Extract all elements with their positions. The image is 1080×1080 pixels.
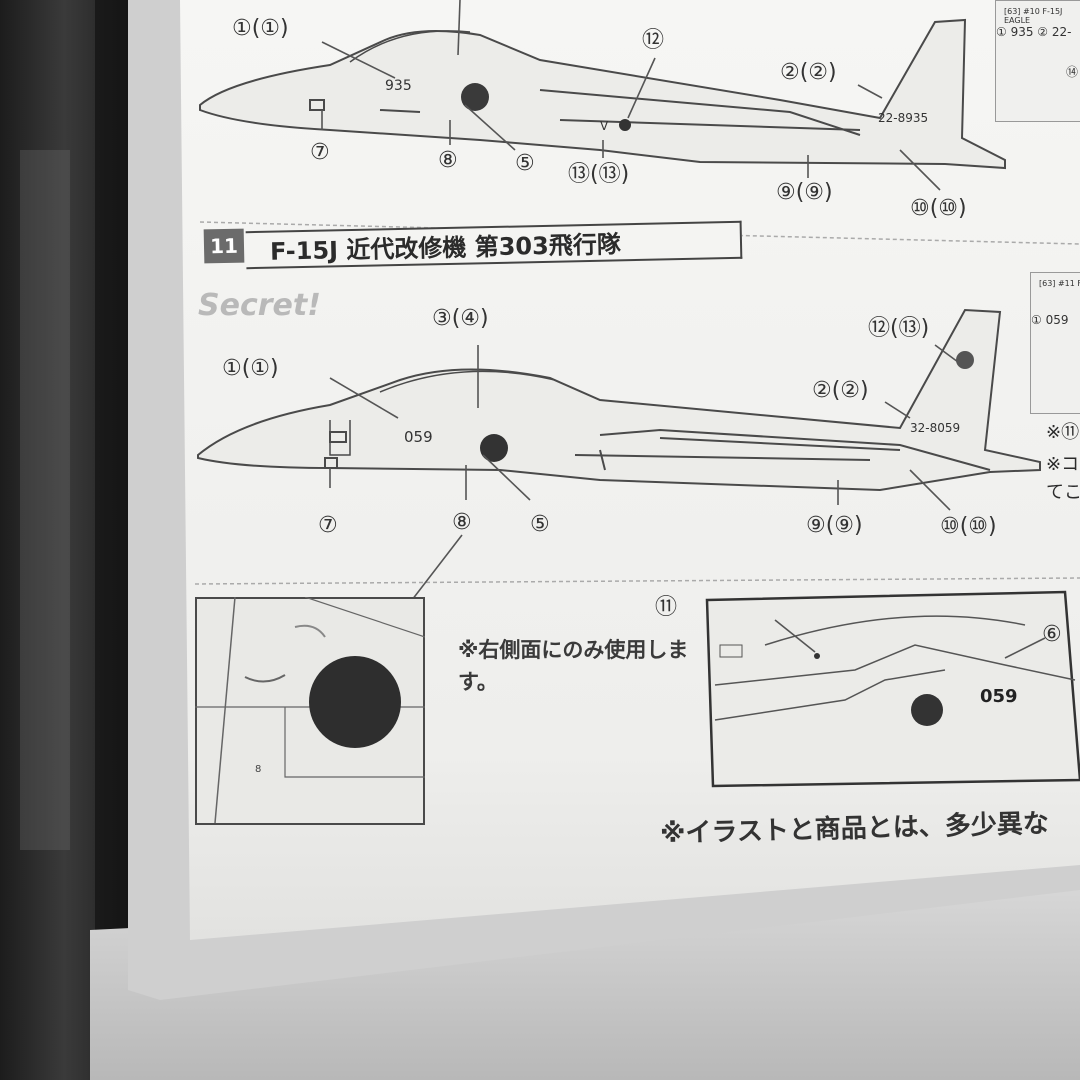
main-callout-3-4: ③(④) [432, 306, 489, 331]
top-callout-12: ⑫ [642, 28, 665, 53]
right-note-1: ※⑪ [1046, 422, 1080, 443]
top-callout-7: ⑦ [310, 140, 330, 165]
top-callout-13: ⑬(⑬) [568, 162, 630, 187]
decal-sheet-preview-1: [63] #10 F-15J EAGLE ① 935 ② 22- ⑭ [995, 0, 1080, 122]
main-callout-10: ⑩(⑩) [940, 514, 997, 539]
top-callout-1: ①(①) [232, 16, 289, 41]
main-callout-1: ①(①) [222, 356, 279, 381]
nose-serial: 059 [404, 428, 433, 446]
top-callout-10: ⑩(⑩) [910, 196, 967, 221]
decal-sheet-row-1: ① 935 ② 22- [996, 25, 1072, 39]
main-callout-7: ⑦ [318, 513, 338, 538]
decal-sheet-preview-2: [63] #11 F ① 059 [1030, 272, 1080, 414]
right-note-2: ※コ [1046, 454, 1080, 475]
svg-text:935: 935 [385, 78, 412, 94]
main-callout-9: ⑨(⑨) [806, 513, 863, 538]
secret-watermark: Secret! [198, 288, 321, 323]
decal-sheet-label-1: [63] #10 F-15J EAGLE [1004, 7, 1063, 25]
right-side-only-note: ※右側面にのみ使用します。 [458, 638, 689, 694]
top-callout-8: ⑧ [438, 148, 458, 173]
decal-sheet-label-2: [63] #11 F [1039, 279, 1080, 288]
svg-text:V: V [600, 119, 609, 133]
top-callout-9: ⑨(⑨) [776, 180, 833, 205]
decal-sheet-row-2: ① 059 [1031, 313, 1069, 327]
main-callout-5: ⑤ [530, 512, 550, 537]
right-note-3: てこ [1046, 482, 1080, 503]
svg-text:8: 8 [255, 764, 261, 775]
decal-sheet-callout-14: ⑭ [1066, 65, 1079, 79]
top-callout-2: ②(②) [780, 60, 837, 85]
tail-serial: 32-8059 [910, 421, 960, 435]
detail-callout-6: ⑥ [1042, 622, 1062, 647]
main-aircraft-illustration: 059 32-8059 [197, 308, 1041, 600]
detail-callout-11: ⑪ [655, 595, 678, 620]
top-aircraft-illustration: 935 22-8935 V [199, 0, 1006, 191]
hinomaru-roundel [461, 83, 489, 111]
svg-text:059: 059 [980, 686, 1018, 707]
detail-closeup-left: 8 [195, 597, 425, 825]
svg-text:22-8935: 22-8935 [878, 111, 928, 125]
main-callout-8: ⑧ [452, 510, 472, 535]
detail-closeup-right: 059 [705, 590, 1080, 788]
top-callout-5: ⑤ [515, 151, 535, 176]
main-callout-12-13: ⑫(⑬) [868, 316, 930, 341]
tail-emblem [956, 351, 974, 369]
main-callout-2: ②(②) [812, 378, 869, 403]
hinomaru-roundel-main [480, 434, 508, 462]
